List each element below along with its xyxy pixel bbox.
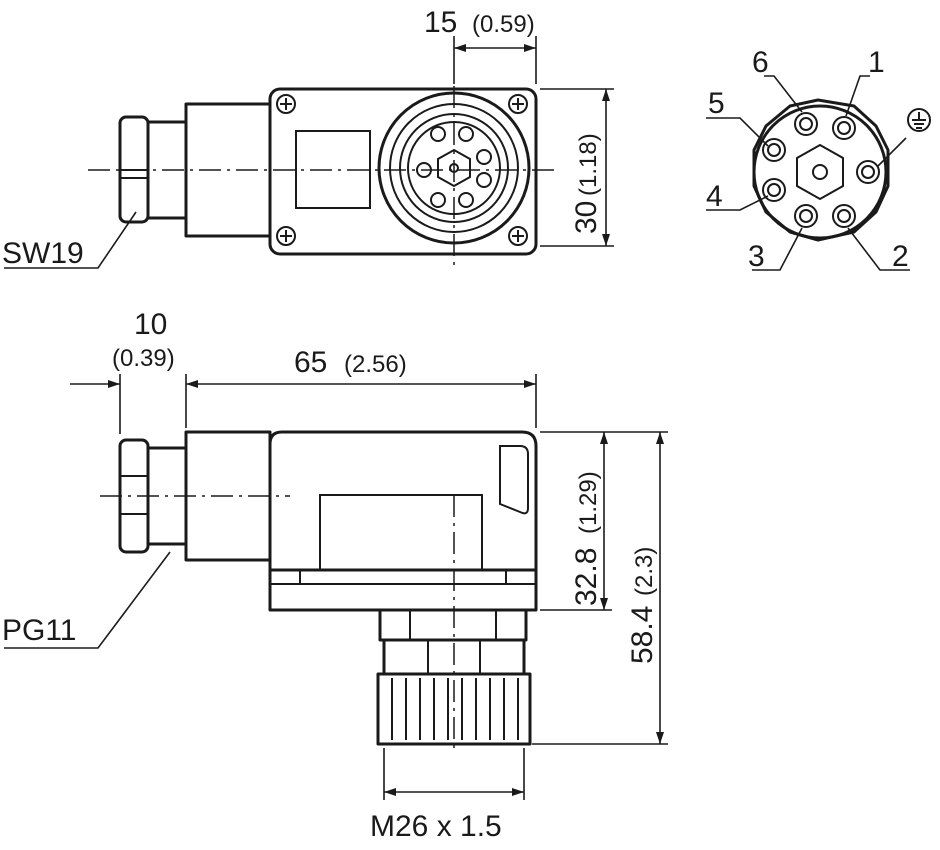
- pin-label-2: 2: [892, 240, 909, 273]
- body-height-inch: (1.29): [575, 471, 602, 534]
- gland-length-inch: (0.39): [112, 345, 175, 372]
- screw-icon: [276, 94, 528, 246]
- body-length-inch: (2.56): [344, 351, 407, 378]
- protective-earth-icon: [907, 108, 931, 132]
- cable-gland-label: PG11: [2, 614, 77, 647]
- side-view: 10 (0.39) 65 (2.56) 32.8 (1.29) 58.4 (2.…: [2, 308, 668, 843]
- wrench-size-label: SW19: [2, 237, 84, 270]
- body-height-value: 32.8: [570, 548, 603, 606]
- pin-label-3: 3: [748, 240, 765, 273]
- thread-label: M26 x 1.5: [370, 810, 502, 843]
- total-height-inch: (2.3): [631, 547, 658, 596]
- top-height-value: 30: [570, 201, 603, 234]
- top-offset-inch: (0.59): [472, 11, 535, 38]
- pin-label-4: 4: [706, 180, 723, 213]
- body-length-value: 65: [294, 346, 327, 379]
- total-height-value: 58.4: [626, 606, 659, 664]
- pin-label-6: 6: [752, 46, 769, 79]
- top-offset-value: 15: [424, 6, 457, 39]
- pin-label-5: 5: [708, 87, 725, 120]
- pin-layout-view: 1 2 3 4 5 6: [706, 46, 931, 273]
- gland-length-value: 10: [134, 308, 167, 341]
- top-view: 15 (0.59) 30 (1.18) SW19: [2, 6, 614, 270]
- top-height-inch: (1.18): [575, 133, 602, 196]
- pin-label-1: 1: [868, 46, 885, 79]
